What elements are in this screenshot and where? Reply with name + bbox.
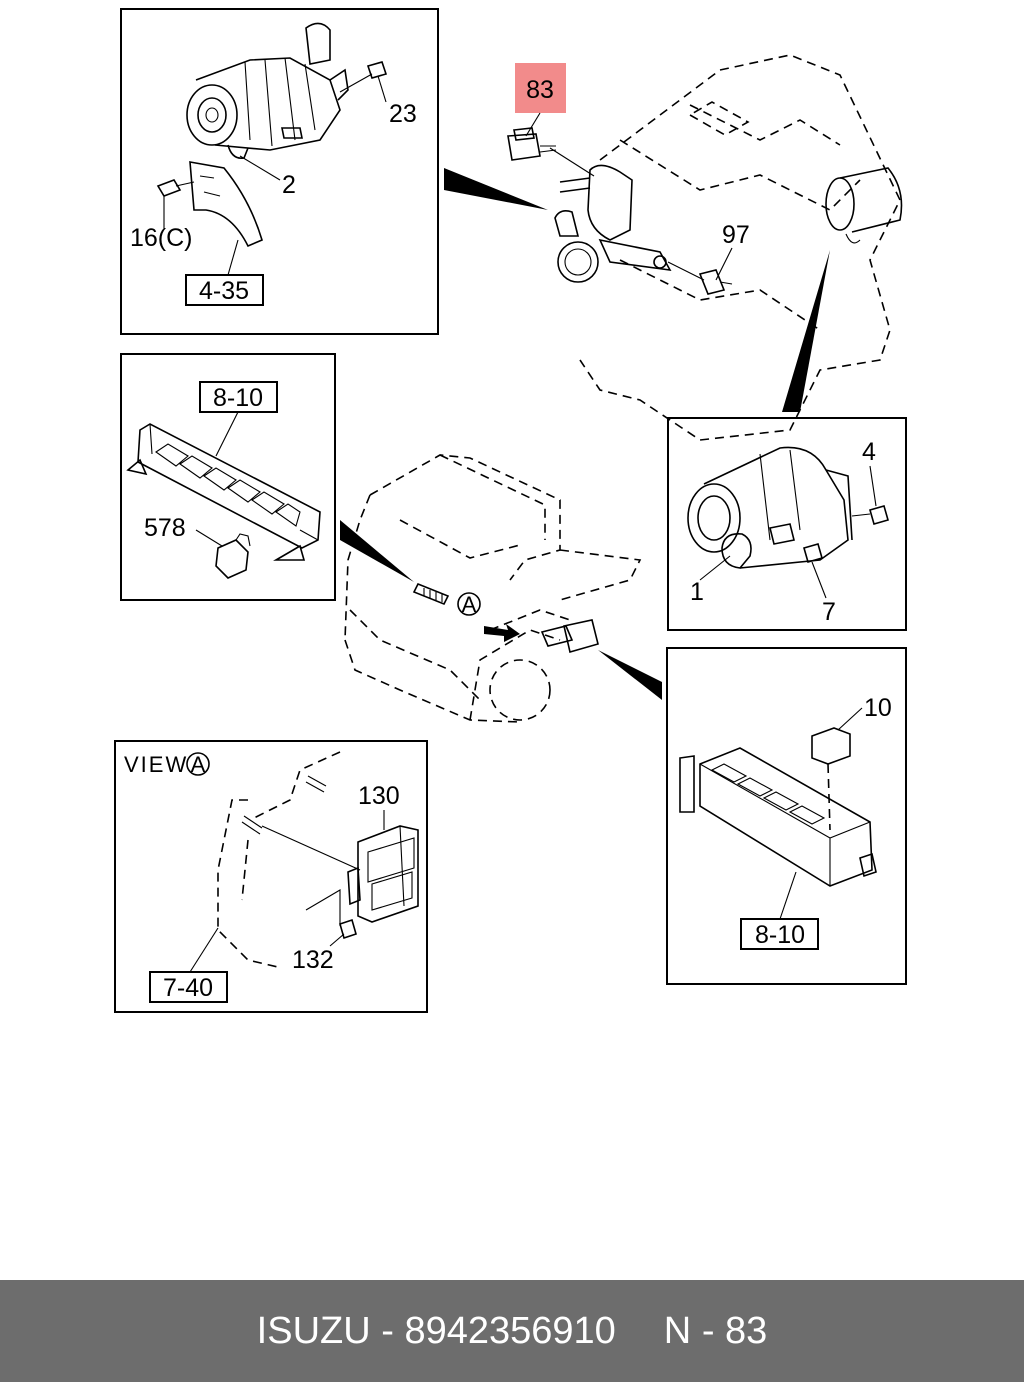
view-a-title-letter: A <box>191 752 206 777</box>
truck-drawing <box>344 454 642 723</box>
ref-box-8-10-top <box>199 381 278 413</box>
sender-unit-83 <box>507 127 595 177</box>
footer-brand: ISUZU <box>256 1309 371 1352</box>
ref-box-8-10-bottom <box>740 918 819 950</box>
ref-box-7-40 <box>149 971 228 1003</box>
footer-part-number: 8942356910 <box>404 1309 616 1352</box>
callout-23: 23 <box>389 100 417 128</box>
callout-2: 2 <box>282 171 296 199</box>
starter-detail-frame <box>667 417 907 631</box>
footer-separator: - <box>381 1309 394 1352</box>
fuse-box-drawing <box>679 727 877 887</box>
footer-ref-prefix: N <box>663 1309 692 1352</box>
callout-16c: 16(C) <box>130 224 193 252</box>
callout-578: 578 <box>144 514 186 542</box>
alternator-drawing <box>156 22 388 248</box>
view-a-title-marker: A <box>186 752 210 777</box>
pointer-wedge-starter <box>782 250 830 412</box>
view-a-drawing <box>217 751 419 969</box>
callout-1: 1 <box>690 578 704 606</box>
parts-diagram: 83 97 23 2 16(C) 4-35 <box>114 8 907 1013</box>
relay-bracket-drawing <box>126 423 321 579</box>
callout-10: 10 <box>864 694 892 722</box>
view-a-marker-truck: A <box>457 592 481 617</box>
starter-drawing <box>687 446 889 569</box>
fuse-box-detail-frame <box>666 647 907 985</box>
pointer-wedge-relay <box>340 520 414 582</box>
callout-97: 97 <box>722 221 750 249</box>
ref-8-10-top: 8-10 <box>213 384 263 412</box>
engine-drawing <box>507 54 903 441</box>
footer-ref-number: 83 <box>725 1309 768 1352</box>
callout-83-highlight <box>515 63 566 113</box>
footer-banner: ISUZU - 8942356910 N - 83 <box>0 1280 1024 1382</box>
callout-4: 4 <box>862 438 876 466</box>
pointer-wedge-alternator <box>444 168 548 210</box>
ref-box-4-35 <box>185 274 264 306</box>
ref-8-10-bottom: 8-10 <box>755 921 805 949</box>
relay-box-detail-frame <box>120 353 336 601</box>
sensor-97 <box>667 261 733 295</box>
ref-4-35: 4-35 <box>199 277 249 305</box>
footer-ref-separator: - <box>701 1309 715 1352</box>
view-a-detail-frame <box>114 740 428 1013</box>
callout-130: 130 <box>358 782 400 810</box>
view-a-title: VIEW <box>124 752 188 777</box>
pointer-wedge-fuse <box>598 650 662 700</box>
truck-view-letter: A <box>462 592 477 617</box>
callout-7: 7 <box>822 598 836 626</box>
callout-132: 132 <box>292 946 334 974</box>
alternator-detail-frame <box>120 8 439 335</box>
callout-83: 83 <box>526 76 554 104</box>
ref-7-40: 7-40 <box>163 974 213 1002</box>
